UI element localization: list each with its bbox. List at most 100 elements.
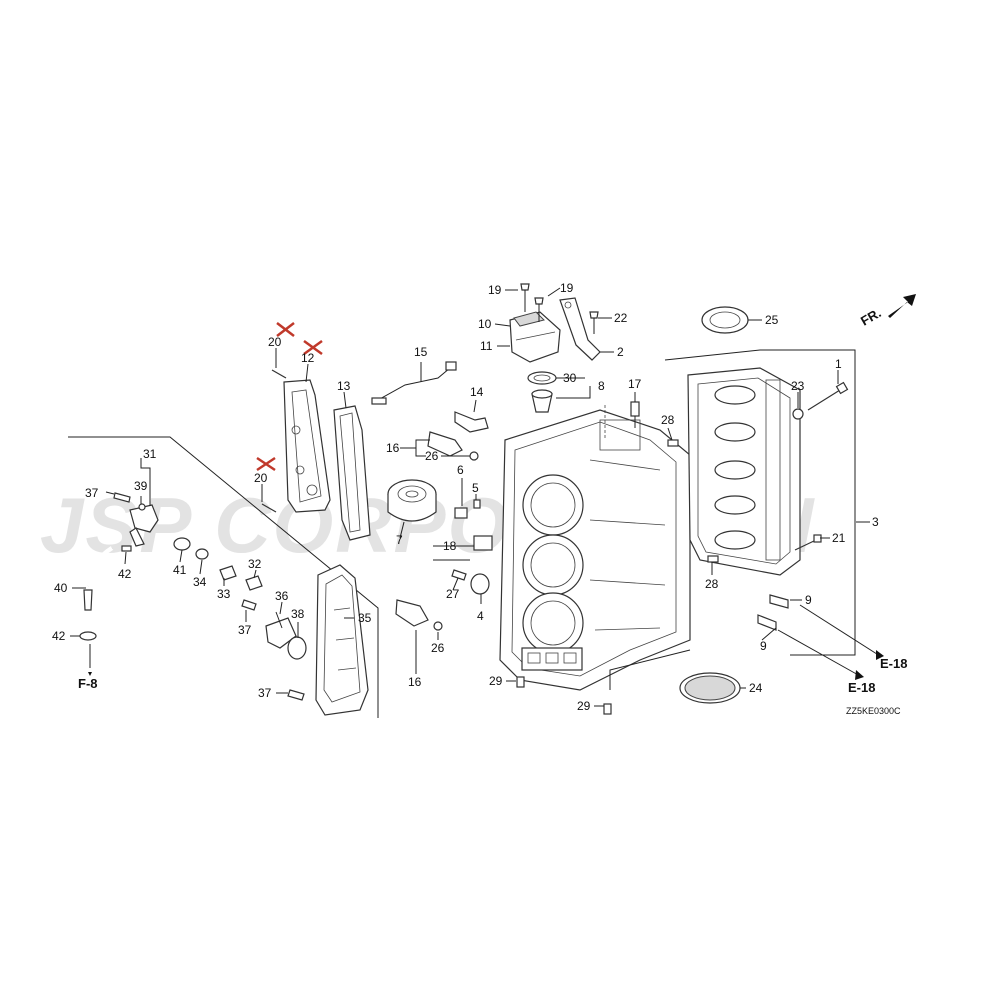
callout-16a: 16 — [386, 441, 400, 455]
washer-39 — [138, 503, 146, 511]
sensor-16-upper — [427, 431, 479, 461]
callout-12: 12 — [301, 351, 315, 365]
callout-37c: 37 — [258, 686, 272, 700]
callout-14: 14 — [470, 385, 484, 399]
callout-8: 8 — [598, 379, 605, 393]
callout-26a: 26 — [425, 449, 439, 463]
bolt-27 — [451, 569, 467, 581]
removed-mark-20-lower — [256, 456, 276, 472]
bolts-top — [520, 283, 599, 334]
removed-mark-12 — [303, 339, 323, 356]
callout-28b: 28 — [705, 577, 719, 591]
callout-28a: 28 — [661, 413, 675, 427]
callout-42a: 42 — [118, 567, 132, 581]
bolt-37-c — [287, 689, 305, 701]
subassembly-boundary — [68, 436, 379, 718]
callout-10: 10 — [478, 317, 492, 331]
cover-12 — [283, 379, 331, 513]
callout-16b: 16 — [408, 675, 422, 689]
oring-41 — [173, 537, 191, 551]
cylinder-bore-1 — [522, 474, 584, 536]
callout-25: 25 — [765, 313, 779, 327]
bolt-37-a — [113, 492, 131, 503]
bolt-21 — [794, 539, 817, 551]
group-box-right — [664, 349, 856, 656]
callout-3: 3 — [872, 515, 879, 529]
front-direction-label: FR. — [858, 305, 884, 328]
hose-40 — [83, 546, 114, 611]
callout-18: 18 — [443, 539, 457, 553]
cylinder-bore-3 — [522, 592, 584, 654]
sensor-15 — [371, 361, 457, 405]
callout-31: 31 — [143, 447, 157, 461]
callout-26b: 26 — [431, 641, 445, 655]
callout-37a: 37 — [85, 486, 99, 500]
part-32 — [245, 575, 263, 591]
callout-39: 39 — [134, 479, 148, 493]
callout-27: 27 — [446, 587, 460, 601]
callout-2: 2 — [617, 345, 624, 359]
bearing — [679, 672, 741, 704]
callout-33: 33 — [217, 587, 231, 601]
cylinder-bore-2 — [522, 534, 584, 596]
callout-19b: 19 — [560, 281, 574, 295]
bolt-37-b — [241, 599, 257, 611]
callout-24: 24 — [749, 681, 763, 695]
callout-37b: 37 — [238, 623, 252, 637]
callout-20b: 20 — [254, 471, 268, 485]
thermostat — [527, 371, 557, 413]
part-36 — [265, 611, 297, 649]
oil-filter — [387, 479, 437, 522]
callout-19a: 19 — [488, 283, 502, 297]
sensor-16-lower — [395, 599, 443, 631]
callout-36: 36 — [275, 589, 289, 603]
part-6 — [454, 507, 468, 519]
ref-e18-a: E-18 — [880, 656, 907, 671]
dowel-pin-28 — [667, 439, 679, 447]
callout-4: 4 — [477, 609, 484, 623]
removed-mark-20-upper — [276, 322, 295, 337]
callout-23: 23 — [791, 379, 805, 393]
washer-23 — [792, 408, 804, 420]
bolt-20-upper — [271, 369, 287, 379]
callout-30: 30 — [563, 371, 577, 385]
oil-seal — [701, 306, 749, 334]
callout-11: 11 — [480, 339, 493, 353]
callout-22: 22 — [614, 311, 628, 325]
part-33 — [219, 565, 237, 581]
dowel-pin-29 — [516, 676, 525, 688]
removed-marks — [256, 322, 323, 472]
sensor-14 — [454, 411, 489, 433]
callout-numbers: 1 2 3 4 5 6 7 8 9 9 10 11 12 13 14 15 16… — [52, 281, 879, 713]
front-arrow-icon — [888, 294, 916, 318]
dowel-pin-28b — [707, 555, 719, 563]
callout-7: 7 — [396, 533, 403, 547]
dowel-pin-29b — [603, 703, 612, 715]
gasket-13 — [333, 405, 371, 541]
callout-21: 21 — [832, 531, 846, 545]
callout-6: 6 — [457, 463, 464, 477]
callout-17: 17 — [628, 377, 642, 391]
callout-29b: 29 — [577, 699, 591, 713]
clip-42 — [121, 545, 132, 552]
callout-15: 15 — [414, 345, 428, 359]
callout-41: 41 — [173, 563, 187, 577]
callout-35: 35 — [358, 611, 372, 625]
callout-38: 38 — [291, 607, 305, 621]
ref-e18-b: E-18 — [848, 680, 875, 695]
part-5 — [473, 499, 481, 509]
callout-5: 5 — [472, 481, 479, 495]
callout-9b: 9 — [760, 639, 767, 653]
callout-1: 1 — [835, 357, 842, 371]
washer-34 — [195, 548, 209, 560]
exhaust-cover — [315, 564, 369, 716]
part-18 — [473, 535, 493, 551]
callout-20a: 20 — [268, 335, 282, 349]
diagram-code: ZZ5KE0300C — [846, 706, 901, 716]
callout-42b: 42 — [52, 629, 66, 643]
ref-f8: F-8 — [78, 676, 98, 691]
oring-38 — [287, 636, 307, 660]
callout-32: 32 — [248, 557, 262, 571]
bolt-20-lower — [261, 503, 277, 513]
